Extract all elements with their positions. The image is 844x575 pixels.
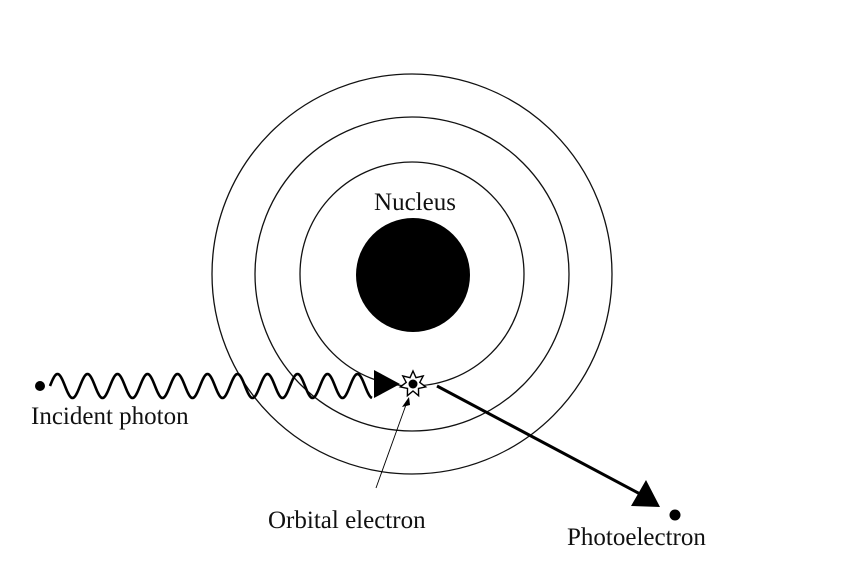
nucleus-label: Nucleus [374,189,456,216]
photoelectron-label: Photoelectron [567,524,706,551]
orbital-electron-label: Orbital electron [268,507,426,534]
orbital-electron-dot [408,379,418,389]
middle-shell [254,116,570,432]
outer-shell [211,73,613,475]
photon-arrowhead [374,370,400,398]
orbital-electron-pointer-head [402,397,410,407]
photon-source-dot [35,381,45,391]
nucleus [356,218,470,332]
photoelectron-arrowhead [631,480,660,507]
orbital-electron-pointer [375,401,408,489]
photoelectron-path [436,384,643,497]
incident-photon-label: Incident photon [31,403,189,430]
photoelectron-dot [669,509,681,521]
incident-photon-wave [48,372,373,400]
